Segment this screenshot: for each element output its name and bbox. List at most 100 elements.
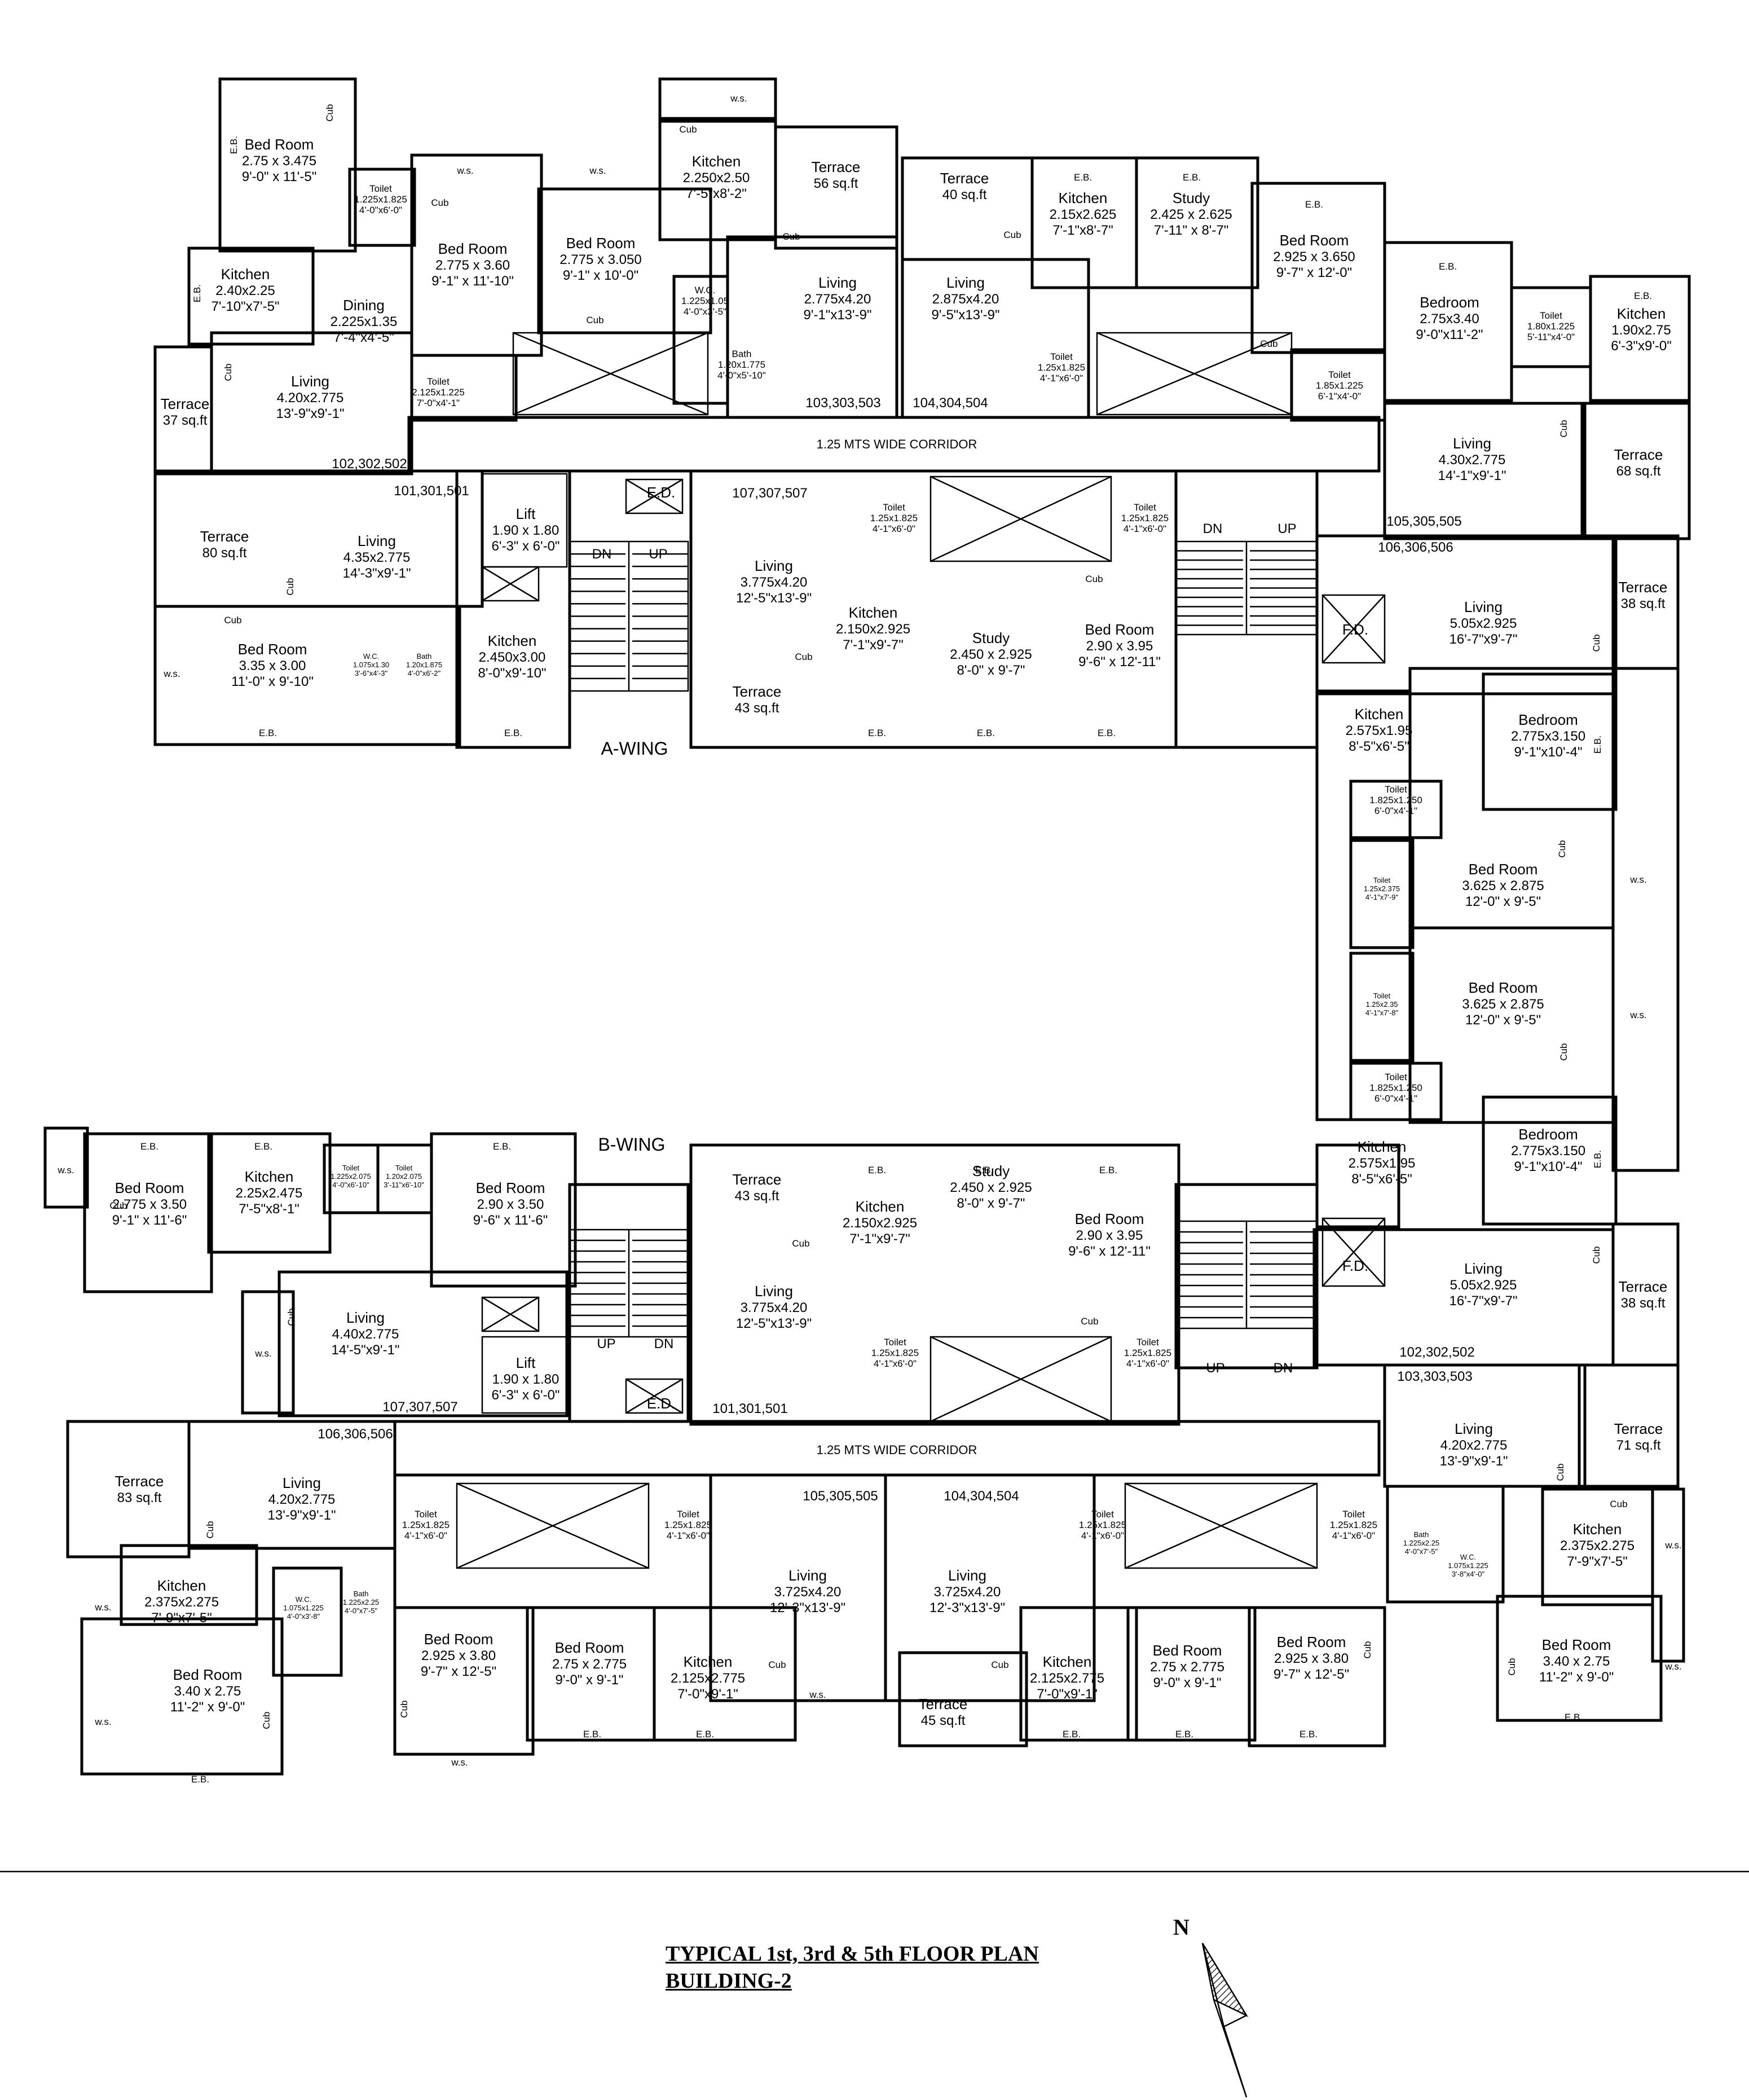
room-r81-imperial: 7'-0"x9'-1" [1037, 1687, 1098, 1702]
room-r11-name: Bath [732, 349, 752, 359]
room-r29-imperial: 11'-0" x 9'-10" [231, 674, 314, 689]
room-r20-name: Bed Room [1280, 232, 1349, 249]
a-cub-v4: Cub [1558, 420, 1569, 437]
room-r49-metric: 1.825x1.250 [1369, 1082, 1422, 1093]
b-flat-105: 105,305,505 [803, 1489, 878, 1504]
b-eb-13: E.B. [1565, 1712, 1583, 1723]
room-r73-metric: 1.25x1.825 [402, 1520, 450, 1530]
room-r70-name: W.C. [296, 1595, 311, 1604]
room-r72-name: Bed Room [173, 1666, 243, 1683]
room-r64-imperial: 12'-5"x13'-9" [736, 1316, 812, 1331]
room-r57-name: Toilet [395, 1164, 413, 1172]
room-r73-name: Toilet [415, 1509, 437, 1520]
a-shaft-2 [1096, 332, 1293, 416]
b-cub-4: Cub [768, 1659, 786, 1670]
room-r81-name: Kitchen [1043, 1653, 1092, 1670]
room-r76-metric: 2.75 x 2.775 [552, 1657, 627, 1672]
room-r78-name: Living [788, 1567, 827, 1584]
room-r23-metric: 1.80x1.225 [1527, 321, 1575, 332]
b-ws-strip [43, 1126, 89, 1209]
b-ws-4: w.s. [94, 1716, 111, 1727]
room-r83-metric: 1.25x1.825 [1079, 1520, 1126, 1530]
room-r11-metric: 1.20x1.775 [718, 359, 765, 370]
room-r29-metric: 3.35 x 3.00 [239, 658, 306, 673]
b-cub-v3: Cub [261, 1711, 272, 1729]
b-lift [481, 1336, 568, 1414]
room-r77-name: Kitchen [684, 1653, 733, 1670]
room-r47-metric: 1.25x2.35 [1365, 1000, 1398, 1009]
a-cub-8: Cub [795, 651, 812, 662]
room-r75-metric: 2.925 x 3.80 [421, 1648, 496, 1663]
room-r63-name: Bed Room [1075, 1210, 1144, 1227]
room-r21-imperial: 6'-1"x4'-0" [1318, 391, 1361, 402]
room-r71-metric: 1.225x2.25 [343, 1598, 379, 1606]
room-r2-name: Kitchen [221, 266, 270, 283]
east-toilet-4 [1349, 1062, 1443, 1121]
room-r21-metric: 1.85x1.225 [1316, 380, 1363, 391]
a-terrace-56 [774, 125, 898, 250]
room-r6-imperial: 13'-9"x9'-1" [276, 406, 345, 421]
a-flat-101: 101,301,501 [394, 483, 469, 499]
room-r23-name: Toilet [1540, 310, 1562, 321]
room-r79-imperial: 12'-3"x13'-9" [929, 1600, 1005, 1615]
a-cub-5: Cub [1003, 230, 1021, 240]
room-r80-name: Terrace [919, 1696, 968, 1712]
a-eb-10: E.B. [1098, 728, 1116, 738]
room-r54-metric: 2.775 x 3.50 [112, 1197, 187, 1212]
b-eb-3: E.B. [493, 1141, 511, 1152]
room-r56-imperial: 4'-0"x6'-10" [332, 1181, 369, 1189]
room-r56-metric: 1.225x2.075 [331, 1172, 371, 1181]
room-r63-imperial: 9'-6" x 12'-11" [1068, 1244, 1151, 1259]
b-flat-104: 104,304,504 [944, 1489, 1019, 1504]
room-r65-imperial: 4'-1"x6'-0" [874, 1358, 917, 1369]
a-ed-shaft [625, 478, 684, 514]
room-r22-imperial: 9'-0"x11'-2" [1416, 327, 1483, 342]
room-r91-imperial: 11'-2" x 9'-0" [1539, 1670, 1614, 1685]
room-r88-metric: 1.225x2.25 [1403, 1539, 1439, 1547]
a-flat-104: 104,304,504 [913, 395, 988, 411]
b-eb-6: E.B. [1099, 1165, 1117, 1176]
room-r44-metric: 1.825x1.250 [1369, 795, 1422, 805]
b-cub-3: Cub [1081, 1316, 1098, 1327]
room-r61-imperial: 7'-1"x9'-7" [849, 1231, 910, 1247]
b-eb-2: E.B. [254, 1141, 272, 1152]
north-arrow-icon [1201, 1943, 1249, 2098]
room-r58-imperial: 9'-6" x 11'-6" [473, 1213, 548, 1228]
a-ed-label: E.D. [647, 484, 676, 501]
room-r82-metric: 2.75 x 2.775 [1150, 1659, 1224, 1675]
room-r88-imperial: 4'-0"x7'-5" [1405, 1547, 1438, 1556]
room-r38-name: Study [972, 629, 1010, 646]
room-r66-name: Toilet [1136, 1337, 1159, 1348]
b-ws-8: w.s. [1664, 1661, 1681, 1672]
a-terrace-68 [1580, 402, 1691, 540]
a-fd-label: F.D. [1342, 621, 1368, 638]
room-r4-name: Bed Room [438, 240, 508, 257]
room-r8-name: Toilet [427, 376, 450, 387]
b-eb-1: E.B. [140, 1141, 158, 1152]
a-fd-shaft [1321, 594, 1386, 664]
room-r31-imperial: 4'-0"x6'-2" [408, 669, 441, 677]
room-r21-name: Toilet [1328, 369, 1351, 380]
a-flat-105: 105,305,505 [1386, 514, 1461, 529]
room-r49-imperial: 6'-0"x4'-1" [1374, 1093, 1417, 1104]
room-r11-imperial: 4'-0"x5'-10" [717, 370, 766, 381]
a-kitchen-1 [187, 246, 315, 346]
room-r62-imperial: 8'-0" x 9'-7" [957, 1196, 1025, 1211]
room-r32-metric: 2.450x3.00 [479, 650, 546, 665]
room-r78-metric: 3.725x4.20 [774, 1584, 842, 1600]
a-kitchen-105 [1589, 275, 1691, 402]
b-fd-label: F.D. [1342, 1257, 1368, 1274]
b-cub-v2: Cub [205, 1521, 215, 1538]
b-cub-v1: Cub [286, 1308, 297, 1326]
b-cub-v6: Cub [1555, 1463, 1566, 1481]
a-stair-up: UP [649, 547, 667, 562]
b-cub-1: Cub [109, 1200, 127, 1211]
b-stair-up-2: UP [1206, 1361, 1224, 1376]
a-flat-106: 106,306,506 [1378, 540, 1453, 555]
room-r50-imperial: 8'-5"x6'-5" [1351, 1172, 1412, 1187]
room-r61-name: Kitchen [856, 1198, 905, 1215]
room-r12-imperial: 7'-5"x8'-2" [686, 186, 747, 201]
east-eb-1: E.B. [1592, 736, 1603, 754]
room-r36-name: Terrace [733, 683, 782, 700]
